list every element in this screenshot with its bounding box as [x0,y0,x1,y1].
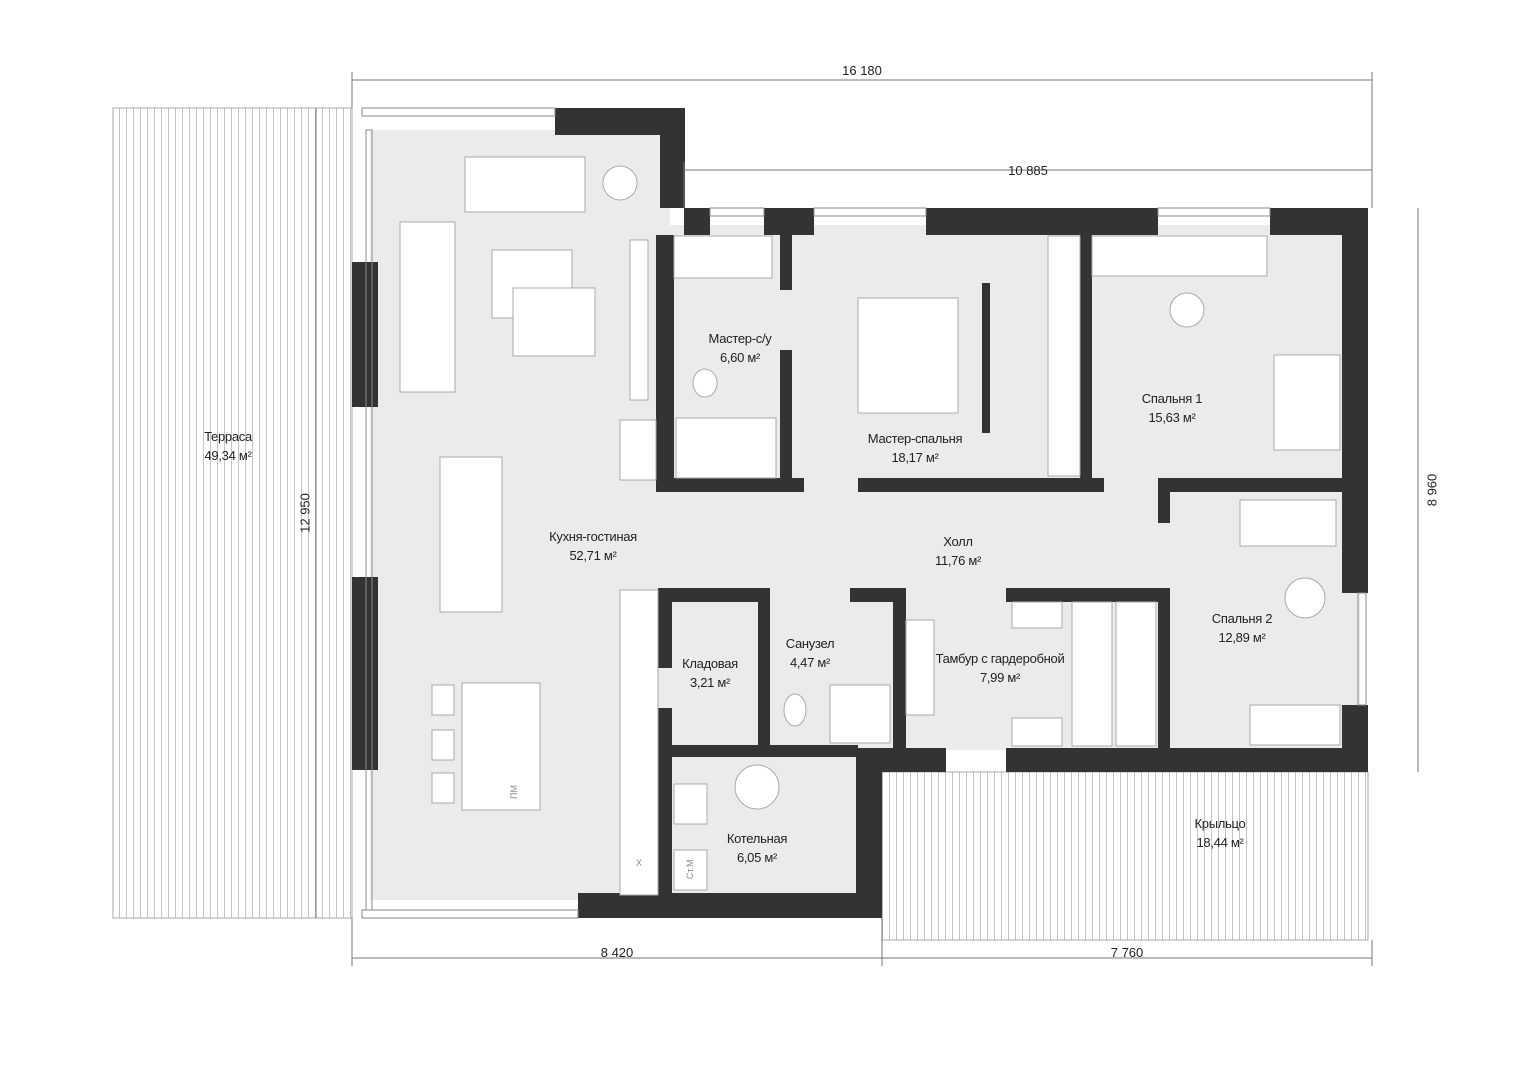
room-name: Крыльцо [1194,816,1246,831]
room-area: 6,60 м² [719,350,761,365]
room-boiler: Котельная 6,05 м² [726,829,788,867]
dimension-top-right: 10 885 [1008,163,1048,178]
room-name: Мастер-с/у [708,331,772,346]
room-area: 12,89 м² [1218,630,1266,645]
room-area: 4,47 м² [789,655,831,670]
room-terrace: Терраса 49,34 м² [204,427,252,465]
room-name: Терраса [204,429,252,444]
room-master-bath: Мастер-с/у 6,60 м² [709,329,772,367]
fridge-label: Х [635,858,643,868]
porch-deck [881,771,1369,941]
room-name: Котельная [726,831,788,846]
room-name: Санузел [785,636,835,651]
dimension-bottom-right: 7 760 [1110,945,1144,960]
room-hall: Холл 11,76 м² [935,532,981,570]
room-area: 18,17 м² [891,450,939,465]
room-bathroom: Санузел 4,47 м² [786,634,835,672]
room-pantry: Кладовая 3,21 м² [682,654,738,692]
room-master-bedroom: Мастер-спальня 18,17 м² [867,429,963,467]
room-name: Тамбур с гардеробной [935,651,1065,666]
room-name: Спальня 1 [1141,391,1203,406]
room-area: 3,21 м² [689,675,731,690]
room-bedroom-1: Спальня 1 15,63 м² [1141,389,1203,427]
terrace-deck [112,107,353,919]
room-name: Мастер-спальня [867,431,963,446]
walls [352,108,1368,918]
room-name: Холл [943,534,973,549]
room-bedroom-2: Спальня 2 12,89 м² [1211,609,1273,647]
room-area: 18,44 м² [1196,835,1244,850]
dimension-lines [315,72,1419,966]
dimension-right-height: 8 960 [1424,473,1440,507]
room-name: Кухня-гостиная [549,529,637,544]
dimension-left-height: 12 950 [297,493,313,533]
room-vestibule: Тамбур с гардеробной 7,99 м² [936,649,1065,687]
room-name: Кладовая [682,656,738,671]
room-area: 7,99 м² [979,670,1021,685]
room-area: 11,76 м² [934,553,982,568]
dimension-top-total: 16 180 [842,63,882,78]
room-kitchen-living: Кухня-гостиная 52,71 м² [549,527,637,565]
room-porch: Крыльцо 18,44 м² [1195,814,1246,852]
room-area: 49,34 м² [204,448,252,463]
room-area: 15,63 м² [1148,410,1196,425]
room-area: 52,71 м² [569,548,617,563]
windows [361,107,1367,919]
furniture [399,156,1341,896]
dishwasher-label: ПМ [509,785,519,799]
room-area: 6,05 м² [736,850,778,865]
washer-label: Ст.М. [685,856,695,880]
room-name: Спальня 2 [1211,611,1273,626]
dimension-bottom-left: 8 420 [600,945,634,960]
